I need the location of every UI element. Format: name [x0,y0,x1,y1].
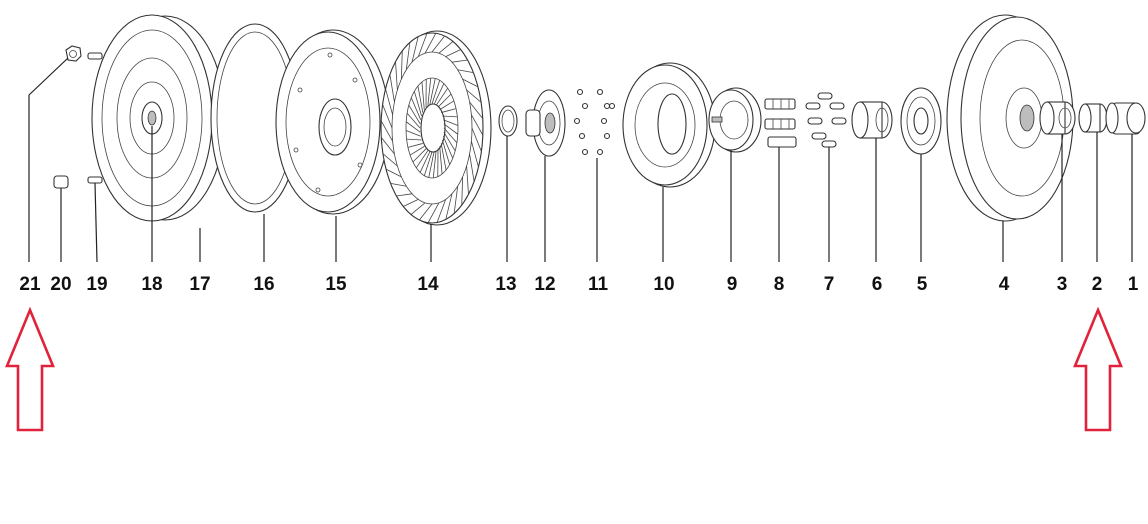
label-13: 13 [495,274,516,295]
label-16: 16 [253,274,274,295]
up-arrow-icon [5,306,55,432]
part-11-screws [573,88,616,156]
label-17: 17 [189,274,210,295]
part-12-hub [525,89,566,157]
part-15-plate [275,29,390,215]
label-7: 7 [824,274,835,295]
label-6: 6 [872,274,883,295]
label-15: 15 [325,274,347,295]
leader-lines [28,57,1133,263]
part-number-labels: 21 20 19 18 17 16 15 14 13 12 11 10 9 8 … [19,274,1138,295]
label-10: 10 [653,274,674,295]
part-3-spacer [1039,101,1076,135]
part-10-impeller [622,62,716,188]
part-14-disc [380,30,492,226]
part-13-oring [498,105,518,137]
part-19-studs [87,52,103,184]
label-21: 21 [19,274,41,295]
part-9-clutch [708,87,762,153]
label-12: 12 [534,274,555,295]
part-5-cage [900,87,942,155]
label-3: 3 [1057,274,1068,295]
up-arrow-icon [1073,306,1123,432]
label-2: 2 [1092,274,1103,295]
label-1: 1 [1128,274,1139,295]
part-6-bearing [851,101,893,139]
part-4-pulley [946,14,1074,222]
label-18: 18 [141,274,162,295]
part-8-sprags [764,98,797,148]
label-20: 20 [50,274,71,295]
part-1-cap [1105,102,1146,135]
label-8: 8 [774,274,785,295]
label-4: 4 [999,274,1010,295]
part-20-pin [53,175,69,189]
label-5: 5 [917,274,928,295]
part-2-bushing [1078,103,1108,133]
part-21-nut [65,45,82,62]
label-14: 14 [417,274,439,295]
part-7-rollers [805,92,847,148]
part-18-17-cover [91,14,226,222]
label-11: 11 [588,274,609,295]
label-9: 9 [727,274,738,295]
part-16-ring [210,23,300,213]
label-19: 19 [86,274,107,295]
